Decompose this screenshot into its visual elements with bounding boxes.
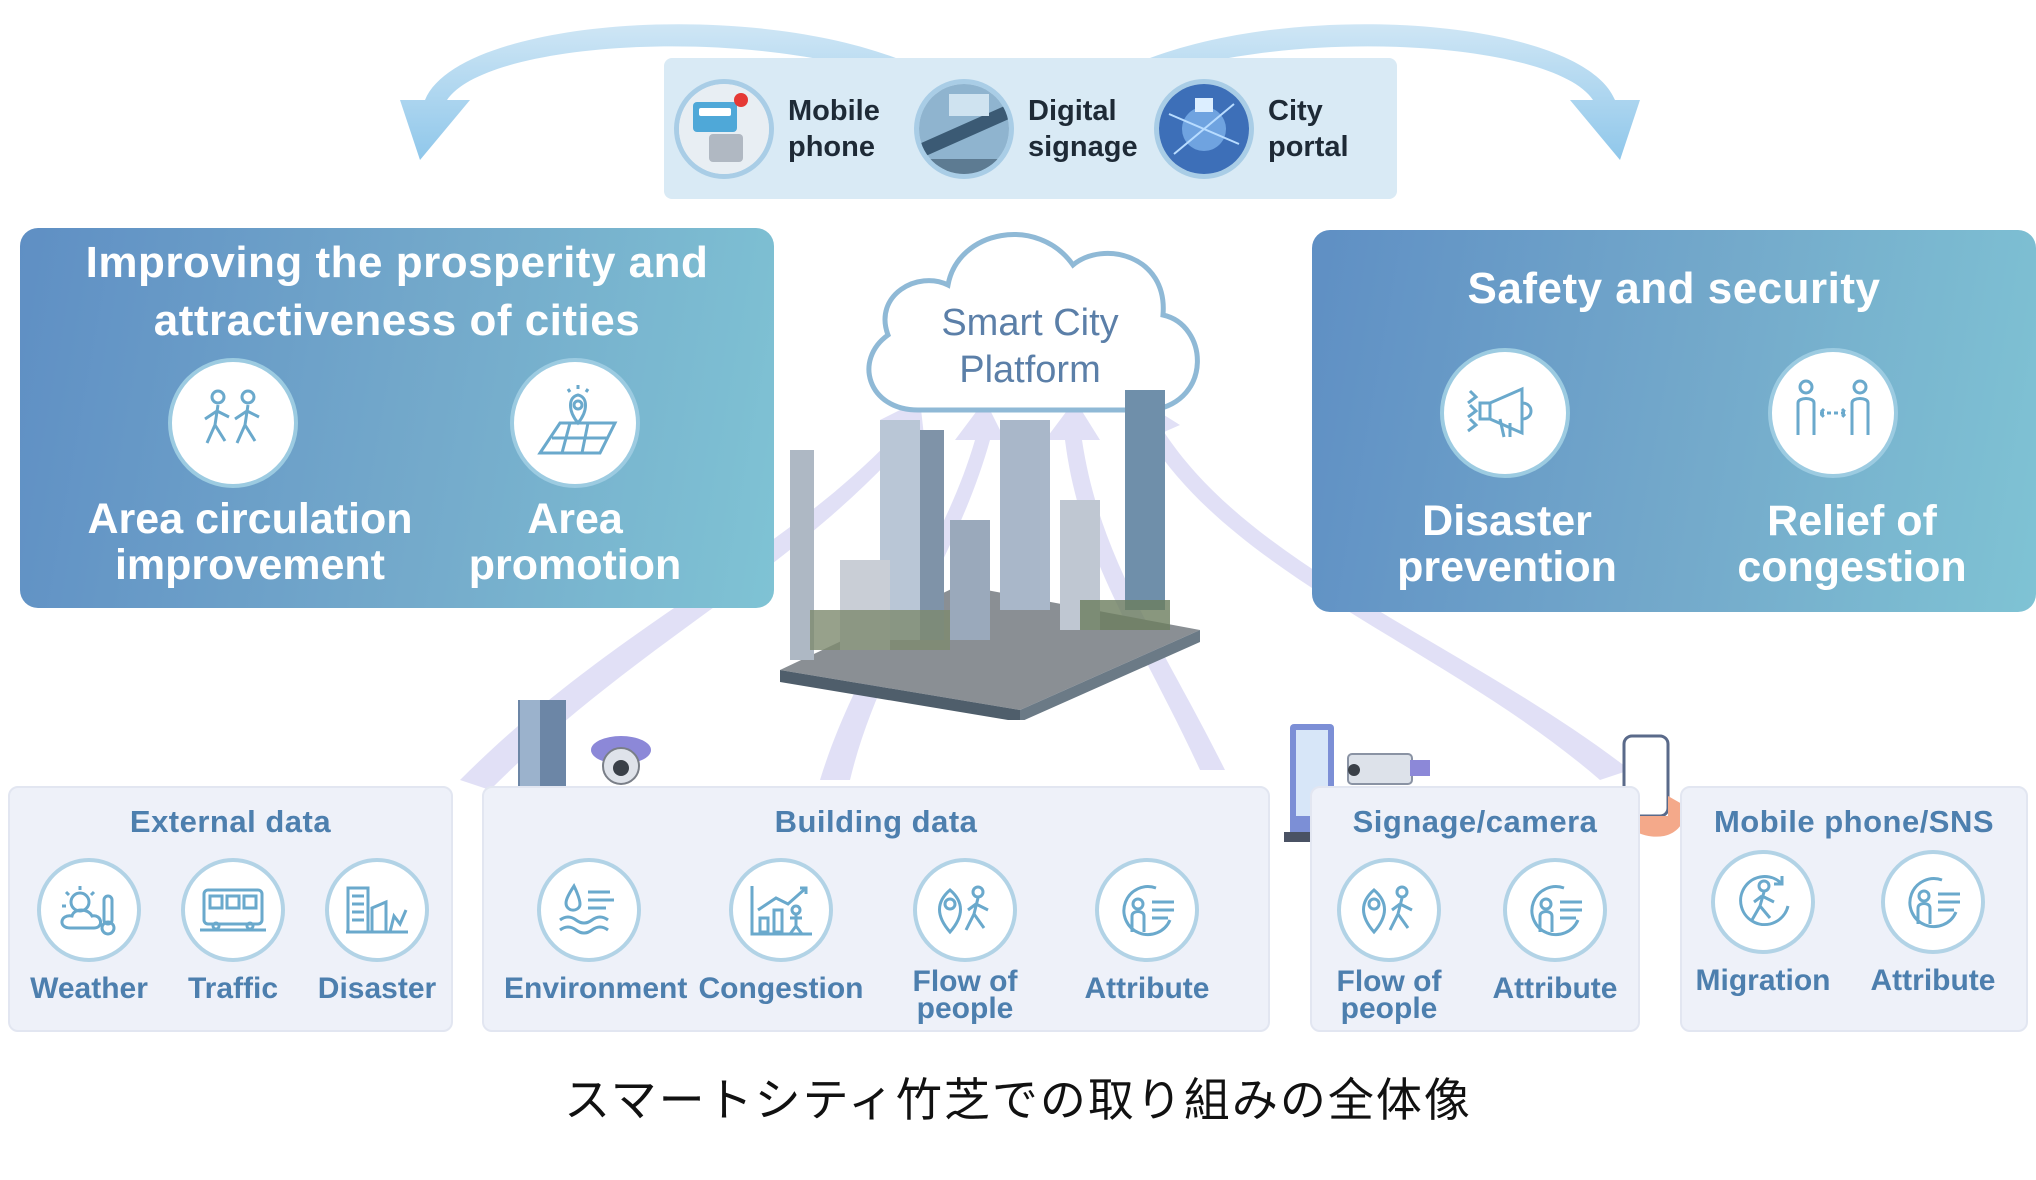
prosperity-panel: Improving the prosperity and attractiven… (20, 228, 774, 608)
safety-panel: Safety and security Disaster prevention … (1312, 230, 2036, 612)
megaphone-icon (1440, 348, 1570, 478)
channel-label: City portal (1268, 94, 1349, 163)
data-item-disaster: Disaster (292, 858, 462, 1004)
environment-icon (537, 858, 641, 962)
data-item-flow-of-people: Flow of people (1304, 858, 1474, 1025)
data-item-label: Flow of people (912, 965, 1018, 1025)
attribute-icon (1095, 858, 1199, 962)
data-item-label: Traffic (187, 972, 279, 1005)
channel-label: Digital signage (1028, 94, 1138, 163)
upward-flow-arrow (460, 400, 925, 790)
figure-caption: スマートシティ竹芝での取り組みの全体像 (564, 1073, 1472, 1127)
building-data-panel: Building data Environment Congestion (482, 786, 1270, 1032)
data-panel-title: Building data (774, 804, 978, 839)
attribute-icon (1881, 850, 1985, 954)
platform-label: Smart City Platform (941, 302, 1119, 391)
channel-label: Mobile phone (788, 94, 880, 163)
data-item-label: Attribute (1870, 964, 1996, 997)
data-item-label: Attribute (1084, 972, 1210, 1005)
data-item-label: Congestion (698, 972, 864, 1005)
map-pin-icon (510, 358, 640, 488)
platform-cloud (866, 232, 1200, 413)
attribute-icon (1503, 858, 1607, 962)
signage-camera-panel: Signage/camera Flow of people Attribute (1310, 786, 1640, 1032)
data-panel-title: Mobile phone/SNS (1713, 804, 1995, 839)
dome-camera-icon (591, 736, 651, 802)
data-item-label: Environment (504, 972, 688, 1005)
data-item-traffic: Traffic (148, 858, 318, 1004)
data-item-attribute: Attribute (1470, 858, 1640, 1004)
city-3d-model (780, 390, 1200, 720)
area-circulation-label: Area circulation improvement (87, 495, 413, 589)
digital-signage-icon (914, 78, 1014, 179)
data-item-attribute: Attribute (1062, 858, 1232, 1004)
train-icon (181, 858, 285, 962)
data-item-environment: Environment (504, 858, 688, 1005)
data-item-flow-of-people: Flow of people (880, 858, 1050, 1025)
migration-icon (1711, 850, 1815, 954)
mobile-sns-panel: Mobile phone/SNS Migration Attribute (1680, 786, 2028, 1032)
congestion-icon (729, 858, 833, 962)
output-channels-box: Mobile phone Digital signage City portal (664, 58, 1397, 199)
data-item-label: Weather (30, 972, 148, 1005)
data-item-attribute: Attribute (1848, 850, 2018, 996)
panel-title: Improving the prosperity and attractiven… (85, 238, 709, 345)
data-item-label: Attribute (1492, 972, 1618, 1005)
data-item-label: Disaster (317, 972, 437, 1005)
channel-mobile-phone: Mobile phone (674, 58, 880, 199)
data-item-migration: Migration (1678, 850, 1848, 996)
data-item-weather: Weather (4, 858, 174, 1004)
channel-digital-signage: Digital signage (914, 58, 1138, 199)
relief-of-congestion-label: Relief of congestion (1737, 497, 1967, 591)
data-item-congestion: Congestion (696, 858, 866, 1004)
upward-flow-arrow (1045, 400, 1225, 770)
data-panel-title: Signage/camera (1352, 804, 1598, 839)
data-item-label: Migration (1695, 964, 1831, 997)
flow-of-people-icon (913, 858, 1017, 962)
area-promotion-label: Area promotion (468, 495, 682, 589)
walking-people-icon (168, 358, 298, 488)
channel-city-portal: City portal (1154, 58, 1349, 199)
upward-flow-arrow (1132, 400, 1630, 780)
weather-icon (37, 858, 141, 962)
disaster-icon (325, 858, 429, 962)
flow-of-people-icon (1337, 858, 1441, 962)
data-panel-title: External data (129, 804, 332, 839)
distancing-icon (1768, 348, 1898, 478)
disaster-prevention-label: Disaster prevention (1397, 497, 1617, 591)
panel-title: Safety and security (1467, 264, 1881, 313)
city-portal-icon (1154, 78, 1254, 179)
external-data-panel: External data Weather Traffic (8, 786, 453, 1032)
data-item-label: Flow of people (1336, 965, 1442, 1025)
mobile-phone-icon (674, 78, 774, 179)
